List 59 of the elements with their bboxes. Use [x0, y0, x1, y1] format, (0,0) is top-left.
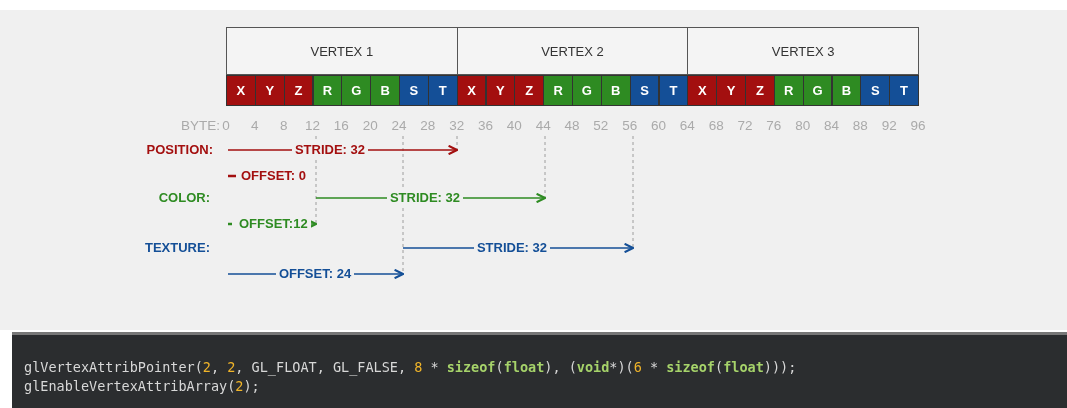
component-cell: X [456, 75, 487, 106]
byte-offset: 92 [881, 118, 897, 134]
byte-offset: 32 [449, 118, 465, 134]
byte-offset: 80 [795, 118, 811, 134]
component-cell: T [658, 75, 689, 106]
component-cell: R [543, 75, 573, 106]
stride-label: STRIDE: 32 [386, 190, 464, 206]
component-cell: X [687, 75, 718, 106]
byte-offset: 4 [251, 118, 259, 134]
component-cell: G [341, 75, 372, 106]
byte-offset: 96 [910, 118, 926, 134]
byte-offset: 36 [478, 118, 493, 134]
component-cell: Z [283, 75, 314, 106]
vertex-header: VERTEX 1 [226, 27, 458, 75]
byte-axis-label: BYTE: [181, 118, 220, 134]
component-cell: T [427, 75, 458, 106]
component-cell: Y [254, 75, 285, 106]
byte-offset: 24 [391, 118, 407, 134]
component-cell: S [860, 75, 891, 106]
byte-offset: 48 [564, 118, 580, 134]
byte-offset: 84 [824, 118, 839, 134]
byte-offset: 88 [852, 118, 868, 134]
component-cell: S [399, 75, 429, 106]
component-cell: G [802, 75, 833, 106]
component-cell: G [572, 75, 602, 106]
byte-offset: 56 [622, 118, 638, 134]
byte-offset: 60 [651, 118, 666, 134]
row-label: POSITION: [146, 142, 213, 158]
byte-offset: 12 [305, 118, 320, 134]
component-cell: B [370, 75, 400, 106]
byte-offset: 0 [222, 118, 230, 134]
component-cell: B [600, 75, 631, 106]
code-line: glVertexAttribPointer(2, 2, GL_FLOAT, GL_FALSE, 8 *sizeof(float), (void*)(6 *sizeof(float))); [24, 359, 797, 376]
component-cell: X [226, 75, 256, 106]
component-cell: B [831, 75, 862, 106]
component-cell: Z [745, 75, 775, 106]
byte-offset: 72 [737, 118, 753, 134]
byte-offset: 16 [333, 118, 349, 134]
byte-offset: 68 [708, 118, 724, 134]
component-cell: R [312, 75, 343, 106]
byte-offset: 76 [766, 118, 782, 134]
byte-offset: 20 [362, 118, 378, 134]
vertex-header: VERTEX 3 [687, 27, 919, 75]
component-cell: Y [485, 75, 516, 106]
byte-offset: 44 [535, 118, 551, 134]
byte-offset: 52 [593, 118, 609, 134]
byte-offset: 64 [679, 118, 695, 134]
component-cell: R [773, 75, 804, 106]
component-cell: Y [716, 75, 746, 106]
component-cell: T [889, 75, 919, 106]
offset-label: OFFSET:12 [236, 216, 311, 232]
vertex-header: VERTEX 2 [456, 27, 689, 75]
code-line: glEnableVertexAttribArray(2); [24, 378, 260, 395]
byte-offset: 28 [420, 118, 436, 134]
byte-offset: 8 [279, 118, 288, 134]
byte-offset: 40 [506, 118, 522, 134]
component-cell: Z [514, 75, 545, 106]
component-cell: S [629, 75, 660, 106]
stride-label: STRIDE: 32 [291, 142, 369, 158]
